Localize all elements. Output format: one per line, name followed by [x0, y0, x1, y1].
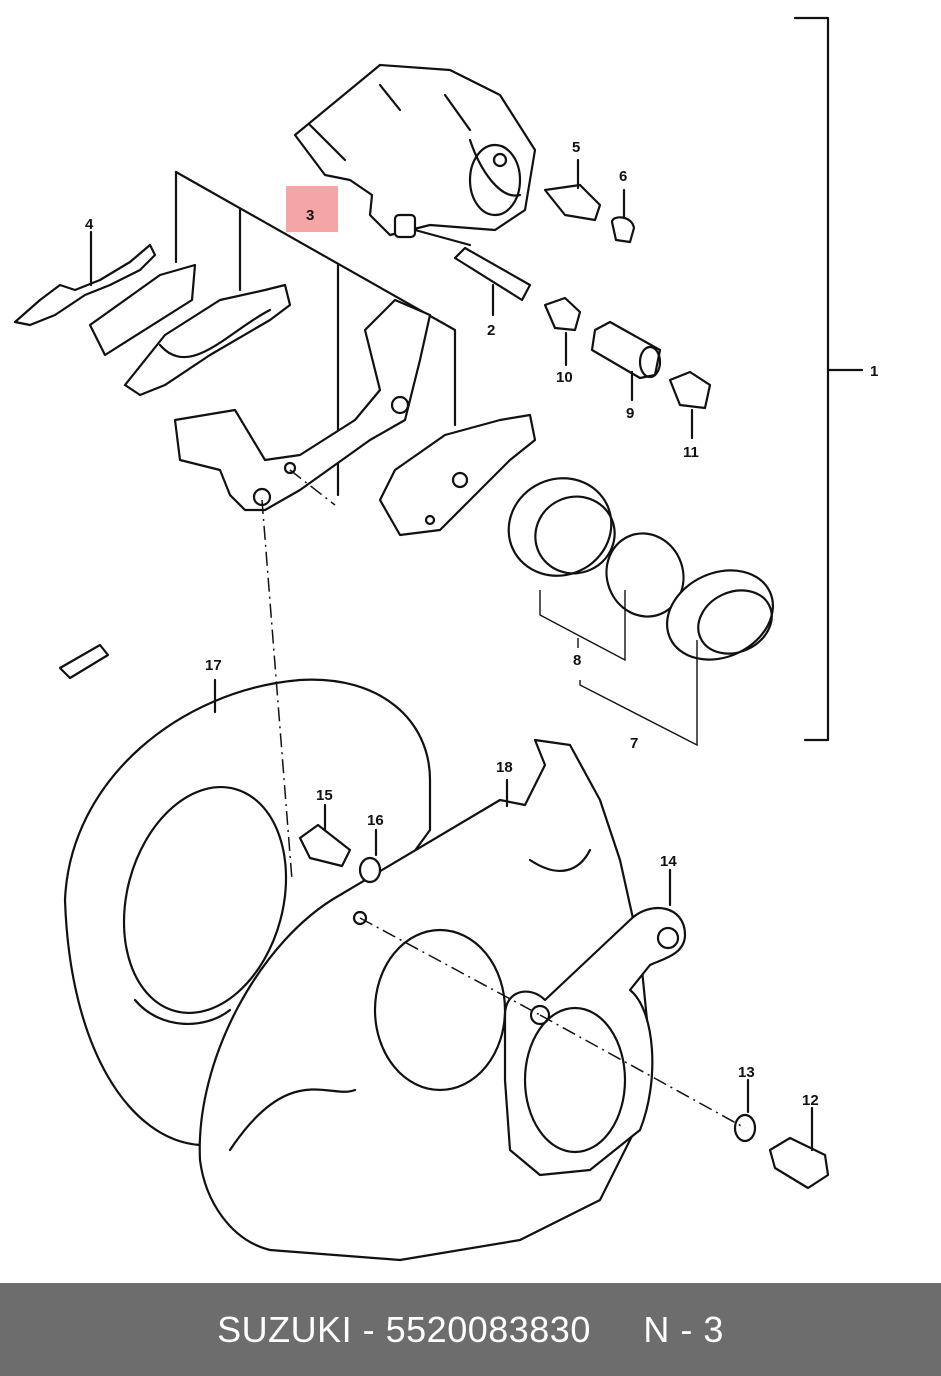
- piston-kit-lines: [539, 590, 698, 747]
- brand-name: SUZUKI: [217, 1308, 353, 1350]
- label-14: 14: [660, 853, 677, 870]
- footer-bar: SUZUKI - 5520083830 N - 3: [0, 1283, 941, 1376]
- washer-13: [733, 1078, 757, 1143]
- caliper-body: [293, 63, 537, 247]
- brake-disc: [63, 678, 432, 1147]
- part-3-highlight: [286, 186, 338, 232]
- label-5: 5: [572, 139, 580, 156]
- steering-knuckle: [503, 868, 687, 1177]
- label-11: 11: [683, 444, 699, 461]
- label-12: 12: [802, 1092, 819, 1109]
- label-16: 16: [367, 812, 384, 829]
- piston-boot: [507, 477, 616, 577]
- label-3: 3: [306, 207, 314, 224]
- label-4: 4: [85, 216, 94, 233]
- alignment-lines: [261, 469, 746, 1129]
- boot-cap: [668, 370, 712, 440]
- brake-assembly-diagram: 1 2 3 4 5 6 7 8 9 10 11 12 13 14 15 16 1…: [13, 16, 878, 1262]
- label-2: 2: [487, 322, 495, 339]
- label-7: 7: [630, 735, 638, 752]
- bolt-15: [298, 803, 352, 868]
- guide-pin: [453, 246, 532, 317]
- part-number: 5520083830: [385, 1308, 591, 1350]
- bleeder-cap: [610, 188, 636, 244]
- label-9: 9: [626, 405, 634, 422]
- piston: [665, 569, 775, 661]
- bleeder-screw: [543, 158, 602, 222]
- sleeve: [590, 320, 662, 402]
- label-10: 10: [556, 369, 573, 386]
- bolt-12: [768, 1106, 830, 1190]
- clip-icon: [58, 643, 110, 680]
- piston-seal: [605, 532, 685, 618]
- label-8: 8: [573, 652, 581, 669]
- assembly-bracket: [793, 16, 864, 742]
- brake-pad-inner: [123, 283, 292, 397]
- callout-reference: N - 3: [643, 1308, 724, 1350]
- footer-gap: [591, 1309, 644, 1351]
- label-6: 6: [619, 168, 627, 185]
- bushing: [543, 296, 582, 367]
- part-labels: 1 2 3 4 5 6 7 8 9 10 11 12 13 14 15 16 1…: [85, 139, 878, 1109]
- footer-separator: -: [352, 1308, 386, 1350]
- washer-16: [358, 828, 382, 884]
- label-17: 17: [205, 657, 222, 674]
- brake-pad-outer: [378, 413, 537, 537]
- label-18: 18: [496, 759, 513, 776]
- label-1: 1: [870, 363, 878, 380]
- anti-rattle-spring: [13, 230, 197, 357]
- label-15: 15: [316, 787, 333, 804]
- label-13: 13: [738, 1064, 755, 1081]
